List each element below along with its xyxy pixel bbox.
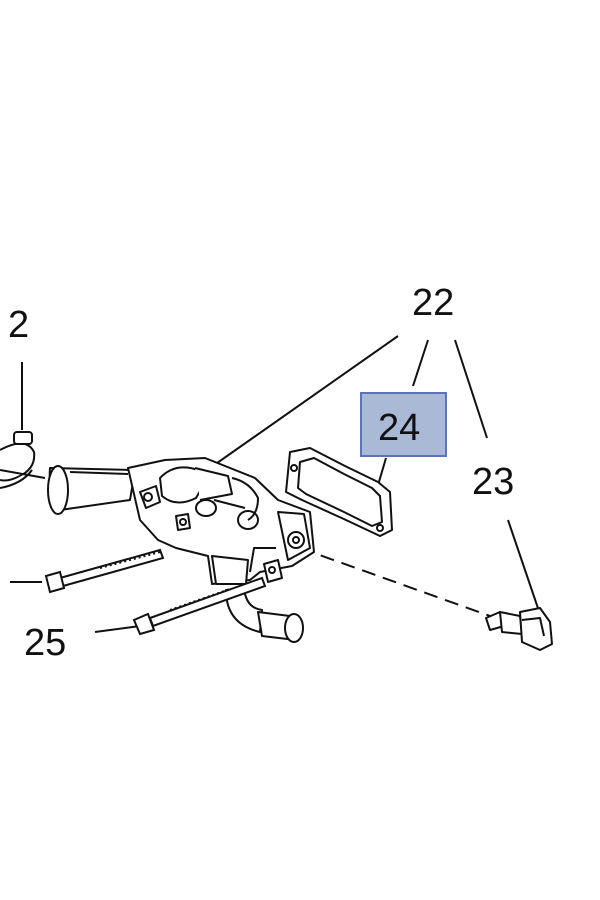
leader-22-gasket: [412, 339, 429, 387]
thermostat-housing: [47, 457, 315, 643]
leader-22-sensor: [454, 339, 488, 439]
temperature-sensor: [485, 607, 553, 651]
leader-25: [94, 625, 141, 633]
callout-22: 22: [412, 282, 454, 324]
sensor-axis-dashed: [299, 547, 491, 617]
callout-24: 24: [378, 407, 420, 449]
leader-23: [507, 519, 543, 621]
bolt-lower: [132, 576, 267, 636]
bolt-upper: [44, 548, 165, 594]
callout-2: 2: [8, 304, 29, 346]
leader-22-housing: [209, 335, 399, 469]
callout-23: 23: [472, 461, 514, 503]
hose-clamp: [0, 431, 46, 489]
highlight-box-24: [360, 392, 447, 457]
leader-lines: [10, 335, 543, 633]
callout-25: 25: [24, 622, 66, 664]
gasket: [285, 447, 393, 537]
